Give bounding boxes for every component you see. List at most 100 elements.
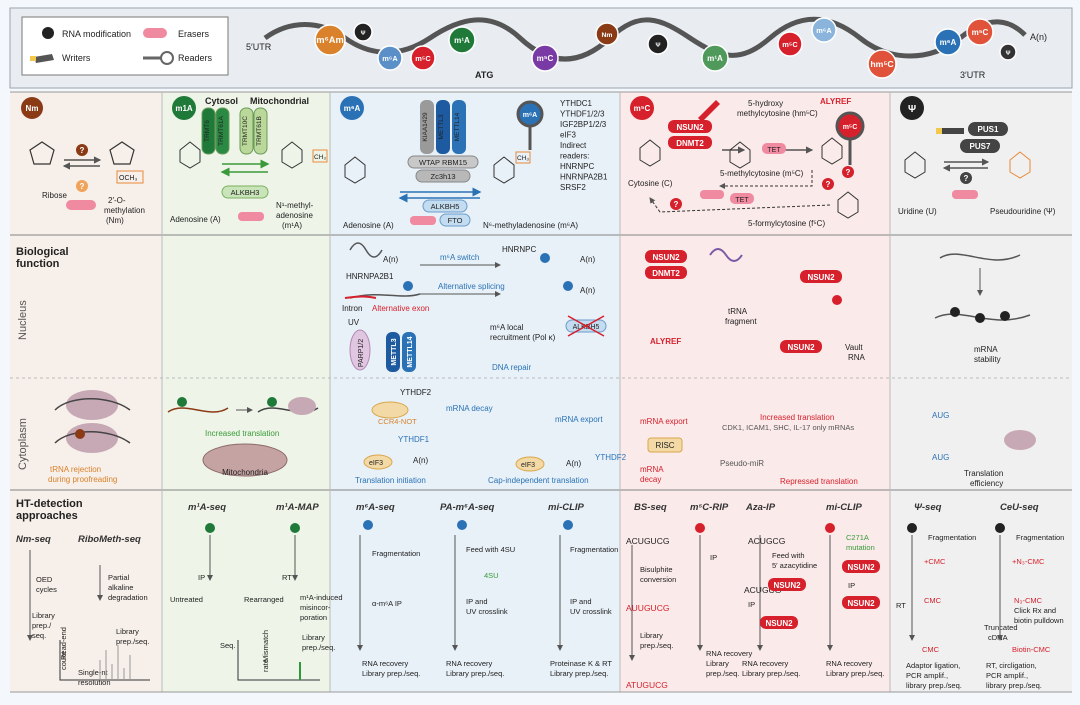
m5c-target-mrnas: CDK1, ICAM1, SHC, IL-17 only mRNAs xyxy=(722,423,854,432)
hm5c-label: 5-hydroxy xyxy=(748,99,783,108)
ht-ceuseq-text-1: +N₃-CMC xyxy=(1012,557,1045,566)
transcript-mark-4 xyxy=(448,26,476,54)
uridine-label: Uridine (U) xyxy=(898,207,937,216)
svg-text:?: ? xyxy=(80,146,85,155)
transcript-mark-label-1: Ψ xyxy=(361,31,366,37)
ht-pam6a-text-3: UV crosslink xyxy=(466,607,508,616)
alkbh5-eraser xyxy=(422,199,468,213)
row-label-nucleus: Nucleus xyxy=(17,300,29,340)
trna-fragment-label: tRNA xyxy=(728,307,748,316)
ht-miclip5c-text-3: RNA recovery xyxy=(826,659,873,668)
svg-text:m⁵C: m⁵C xyxy=(634,104,651,113)
ht-method-title-7: BS-seq xyxy=(634,502,667,513)
svg-text:PARP1/2: PARP1/2 xyxy=(358,339,365,367)
dnmt2-writer xyxy=(668,136,712,149)
m6a-reader-1: YTHDF1/2/3 xyxy=(560,110,605,119)
ht-method-title-0: Nm-seq xyxy=(16,534,51,545)
ht-ceuseq-text-6: RT, circligation, xyxy=(986,661,1037,670)
svg-text:METTL14: METTL14 xyxy=(407,336,414,367)
svg-text:during proofreading: during proofreading xyxy=(48,475,117,484)
ht-miclip5c-text-2: IP xyxy=(848,581,855,590)
ht-azaip-text-3: ACUGCG xyxy=(744,585,781,595)
transcript-mark-3 xyxy=(410,45,436,71)
ht-pam6a-text-4: RNA recovery xyxy=(446,659,493,668)
alyref-reader-label: ALYREF xyxy=(820,97,851,106)
m6a-switch-label: m⁶A switch xyxy=(440,253,479,262)
pseudouridine-label: Pseudouridine (Ψ) xyxy=(990,207,1056,216)
hnrnpa2b1-label: HNRNPA2B1 xyxy=(346,272,394,281)
m6a-eraser-icon xyxy=(410,216,436,225)
ht-method-title-6: mi-CLIP xyxy=(548,502,585,513)
ht-psiseq-text-9: library prep./seq. xyxy=(906,681,962,690)
nm-panel: Nm ? ? OCH₃ Ribose 2′-O- methylation (Nm… xyxy=(21,97,145,225)
svg-text:stability: stability xyxy=(974,355,1001,364)
transcript-mark-label-6: Nm xyxy=(602,32,613,39)
ht-psiseq-text-0: Fragmentation xyxy=(928,533,976,542)
ht-method-title-12: CeU-seq xyxy=(1000,502,1039,513)
transcript-mark-13 xyxy=(966,18,994,46)
svg-text:Zc3h13: Zc3h13 xyxy=(430,172,455,181)
alyref-label: ALYREF xyxy=(650,337,681,346)
m5c-label: 5-methylcytosine (m⁵C) xyxy=(720,169,804,178)
svg-text:ALKBH3: ALKBH3 xyxy=(231,188,260,197)
psi-badge xyxy=(900,96,924,120)
pus1-writer xyxy=(968,122,1008,136)
svg-text:YTHDF2: YTHDF2 xyxy=(400,388,432,397)
m1a-eraser-icon xyxy=(238,212,264,221)
ht-m6aseq-text-0: Fragmentation xyxy=(372,549,420,558)
ht-method-title-4: m⁶A-seq xyxy=(356,502,395,513)
alternative-exon-label: Alternative exon xyxy=(372,304,429,313)
m6a-badge xyxy=(340,96,364,120)
svg-text:recruitment (Pol κ): recruitment (Pol κ) xyxy=(490,333,556,342)
transcript-mark-label-10: m⁶A xyxy=(816,26,832,35)
transcript-mark-5 xyxy=(531,44,559,72)
svg-text:(m¹A): (m¹A) xyxy=(282,221,302,230)
ht-ceuseq-text-2: N₃-CMC xyxy=(1014,596,1043,605)
trna-rejection-label: tRNA rejection xyxy=(50,465,101,474)
nm-ring xyxy=(109,141,135,165)
svg-text:?: ? xyxy=(826,180,831,189)
alternative-splicing-label: Alternative splicing xyxy=(438,282,505,291)
m5c-writer-pencil xyxy=(698,100,720,122)
row-label-biological-function-2: function xyxy=(16,258,60,270)
m5c-increased-translation: Increased translation xyxy=(760,413,834,422)
svg-text:RISC: RISC xyxy=(655,441,674,450)
translation-initiation-label: Translation initiation xyxy=(355,476,426,485)
ht-bsseq-text-3: AUUGUCG xyxy=(626,603,669,613)
ht-miclip6a-text-0: Fragmentation xyxy=(570,545,618,554)
ht-ribometh-text-0: Partial xyxy=(108,573,130,582)
mrna-export-label: mRNA export xyxy=(555,415,603,424)
ht-miclip5c-text-0: C271A xyxy=(846,533,869,542)
svg-text:eIF3: eIF3 xyxy=(521,462,535,469)
ht-m1aseq-text-3: Seq. xyxy=(220,641,235,650)
ht-psiseq-text-7: Adaptor ligation, xyxy=(906,661,960,670)
ht-bsseq-text-5: prep./seq. xyxy=(640,641,673,650)
ht-pam6a-text-1: 4SU xyxy=(484,571,499,580)
svg-text:Nm: Nm xyxy=(26,104,39,113)
svg-text:adenosine: adenosine xyxy=(276,211,313,220)
col-m5c-bg xyxy=(620,92,890,692)
transcript-mark-label-13: m⁵C xyxy=(972,28,989,37)
ht-azaip-text-6: Library prep./seq. xyxy=(742,669,800,678)
ht-bsseq-text-2: conversion xyxy=(640,575,676,584)
atg-label: ATG xyxy=(475,70,493,80)
m1a-badge xyxy=(172,96,196,120)
svg-text:ALKBH5: ALKBH5 xyxy=(431,202,460,211)
ht-miclip5c-text-1: mutation xyxy=(846,543,875,552)
legend-writers-label: Writers xyxy=(62,53,91,63)
m6a-writer-2 xyxy=(452,100,466,154)
ht-nmseq-text-2: Library xyxy=(32,611,55,620)
m6a-writer-label-1: METTL3 xyxy=(438,114,445,139)
transcript-mark-label-4: m¹A xyxy=(454,36,470,45)
ht-method-title-10: mi-CLIP xyxy=(826,502,863,513)
ht-ribometh-text-5: Read-end xyxy=(59,627,68,660)
ht-azaip-text-0: ACUGCG xyxy=(748,536,785,546)
m1a-writer-label-3: TRMT61B xyxy=(256,116,263,146)
ht-m6aseq-text-3: Library prep./seq. xyxy=(362,669,420,678)
ht-psiseq-text-1: +CMC xyxy=(924,557,946,566)
m5c-badge xyxy=(630,96,654,120)
utr3-label: 3′UTR xyxy=(960,70,986,80)
svg-text:CH₃: CH₃ xyxy=(517,155,529,162)
transcript-mark-label-7: Ψ xyxy=(655,42,660,49)
